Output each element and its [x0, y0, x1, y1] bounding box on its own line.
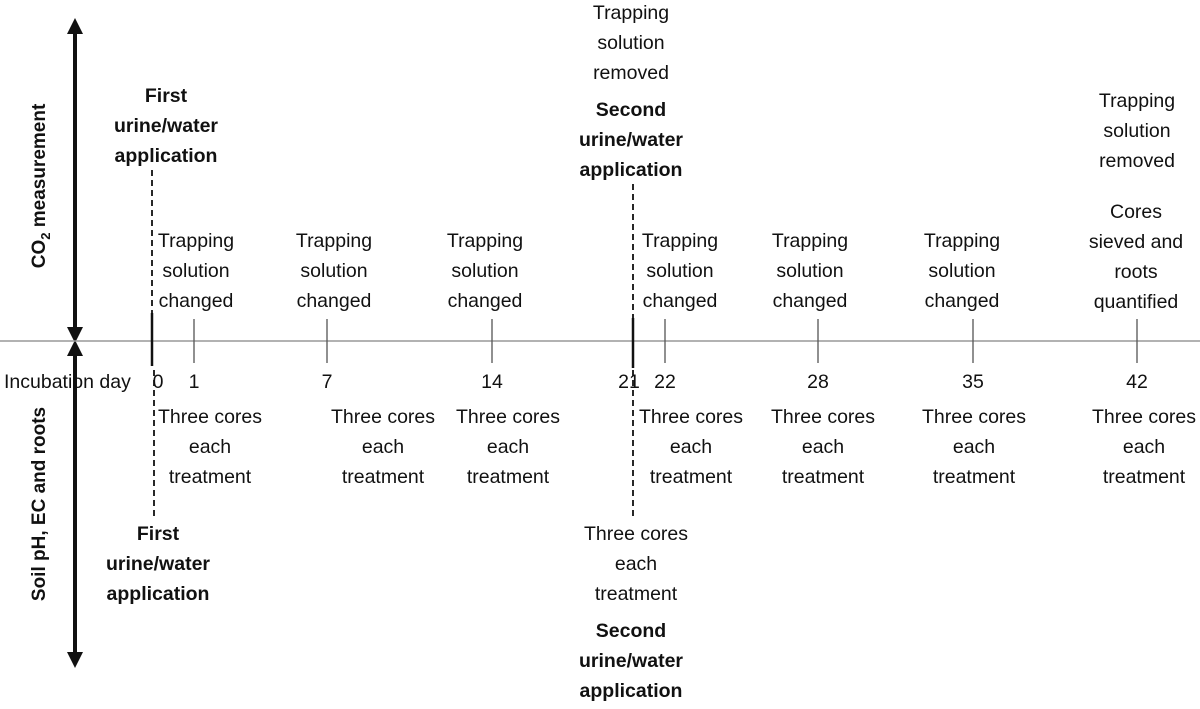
second-application-bottom: urine/water — [579, 650, 683, 672]
event-label-below: treatment — [467, 466, 550, 488]
event-label-above: Trapping — [447, 230, 523, 252]
event-label-above: solution — [928, 260, 995, 282]
event-label-below: each — [362, 436, 404, 458]
cores-day-21: Three cores — [584, 523, 688, 545]
day-label: 35 — [962, 371, 984, 393]
event-label-below: each — [802, 436, 844, 458]
day-label: 14 — [481, 371, 503, 393]
event-label-above: solution — [646, 260, 713, 282]
event-label-below: Three cores — [456, 406, 560, 428]
cores-day-21: each — [615, 553, 657, 575]
event-label-above: Trapping — [158, 230, 234, 252]
event-label-below: treatment — [933, 466, 1016, 488]
day-label: 7 — [322, 371, 333, 393]
first-application-bottom: application — [107, 583, 210, 605]
event-label-below: each — [487, 436, 529, 458]
event-label-above: solution — [300, 260, 367, 282]
event-label-below: Three cores — [1092, 406, 1196, 428]
event-label-below: Three cores — [158, 406, 262, 428]
event-label-below: treatment — [782, 466, 865, 488]
event-label-above: Cores — [1110, 201, 1162, 223]
event-label-above: Trapping — [924, 230, 1000, 252]
second-application-top: Second — [596, 99, 666, 121]
first-application-top: urine/water — [114, 115, 218, 137]
event-label-below: Three cores — [771, 406, 875, 428]
events-below: Three cores each treatment Three cores each t… — [158, 406, 1196, 488]
first-application-top: application — [115, 145, 218, 167]
event-label-above: quantified — [1094, 291, 1179, 313]
event-label-above: changed — [448, 290, 523, 312]
first-application-bottom: First — [137, 523, 180, 545]
second-application-top: application — [580, 159, 683, 181]
soil-axis-title: Soil pH, EC and roots — [29, 407, 50, 601]
day-label: 0 — [153, 371, 164, 393]
day-labels: 0 1 7 14 21 22 28 35 42 — [153, 371, 1148, 393]
event-label-above: Trapping — [296, 230, 372, 252]
event-label-above: roots — [1114, 261, 1158, 283]
application-labels: Firsturine/waterapplicationTrappingsolut… — [106, 2, 1175, 702]
second-application-top: urine/water — [579, 129, 683, 151]
trapping-removed-42: Trapping — [1099, 90, 1175, 112]
event-label-above: Trapping — [772, 230, 848, 252]
event-label-above: sieved and — [1089, 231, 1183, 253]
event-label-below: each — [953, 436, 995, 458]
event-label-below: each — [189, 436, 231, 458]
day-label: 22 — [654, 371, 676, 393]
day-label: 21 — [618, 371, 640, 393]
event-label-above: solution — [776, 260, 843, 282]
event-label-below: Three cores — [331, 406, 435, 428]
incubation-day-label: Incubation day — [4, 371, 131, 393]
event-label-above: changed — [159, 290, 234, 312]
event-label-above: changed — [297, 290, 372, 312]
event-label-below: treatment — [342, 466, 425, 488]
trapping-removed-42: removed — [1099, 150, 1175, 172]
event-label-above: solution — [451, 260, 518, 282]
event-label-below: Three cores — [639, 406, 743, 428]
day-label: 42 — [1126, 371, 1148, 393]
co2-axis-title: CO2 measurement — [29, 103, 53, 268]
event-label-below: Three cores — [922, 406, 1026, 428]
events-above: Trapping solution changed Trapping solution c… — [158, 201, 1183, 313]
event-label-above: solution — [162, 260, 229, 282]
tick-group — [193, 319, 1138, 363]
second-application-bottom: application — [580, 680, 683, 702]
trapping-removed-21: Trapping — [593, 2, 669, 24]
event-label-below: each — [670, 436, 712, 458]
first-application-top: First — [145, 85, 188, 107]
event-label-above: changed — [773, 290, 848, 312]
day-label: 28 — [807, 371, 829, 393]
event-label-below: treatment — [169, 466, 252, 488]
event-label-above: changed — [925, 290, 1000, 312]
event-label-below: each — [1123, 436, 1165, 458]
event-label-above: Trapping — [642, 230, 718, 252]
event-label-below: treatment — [1103, 466, 1186, 488]
second-application-bottom: Second — [596, 620, 666, 642]
trapping-removed-21: removed — [593, 62, 669, 84]
trapping-removed-21: solution — [597, 32, 664, 54]
cores-day-21: treatment — [595, 583, 678, 605]
day-label: 1 — [189, 371, 200, 393]
first-application-bottom: urine/water — [106, 553, 210, 575]
event-label-below: treatment — [650, 466, 733, 488]
event-label-above: changed — [643, 290, 718, 312]
trapping-removed-42: solution — [1103, 120, 1170, 142]
